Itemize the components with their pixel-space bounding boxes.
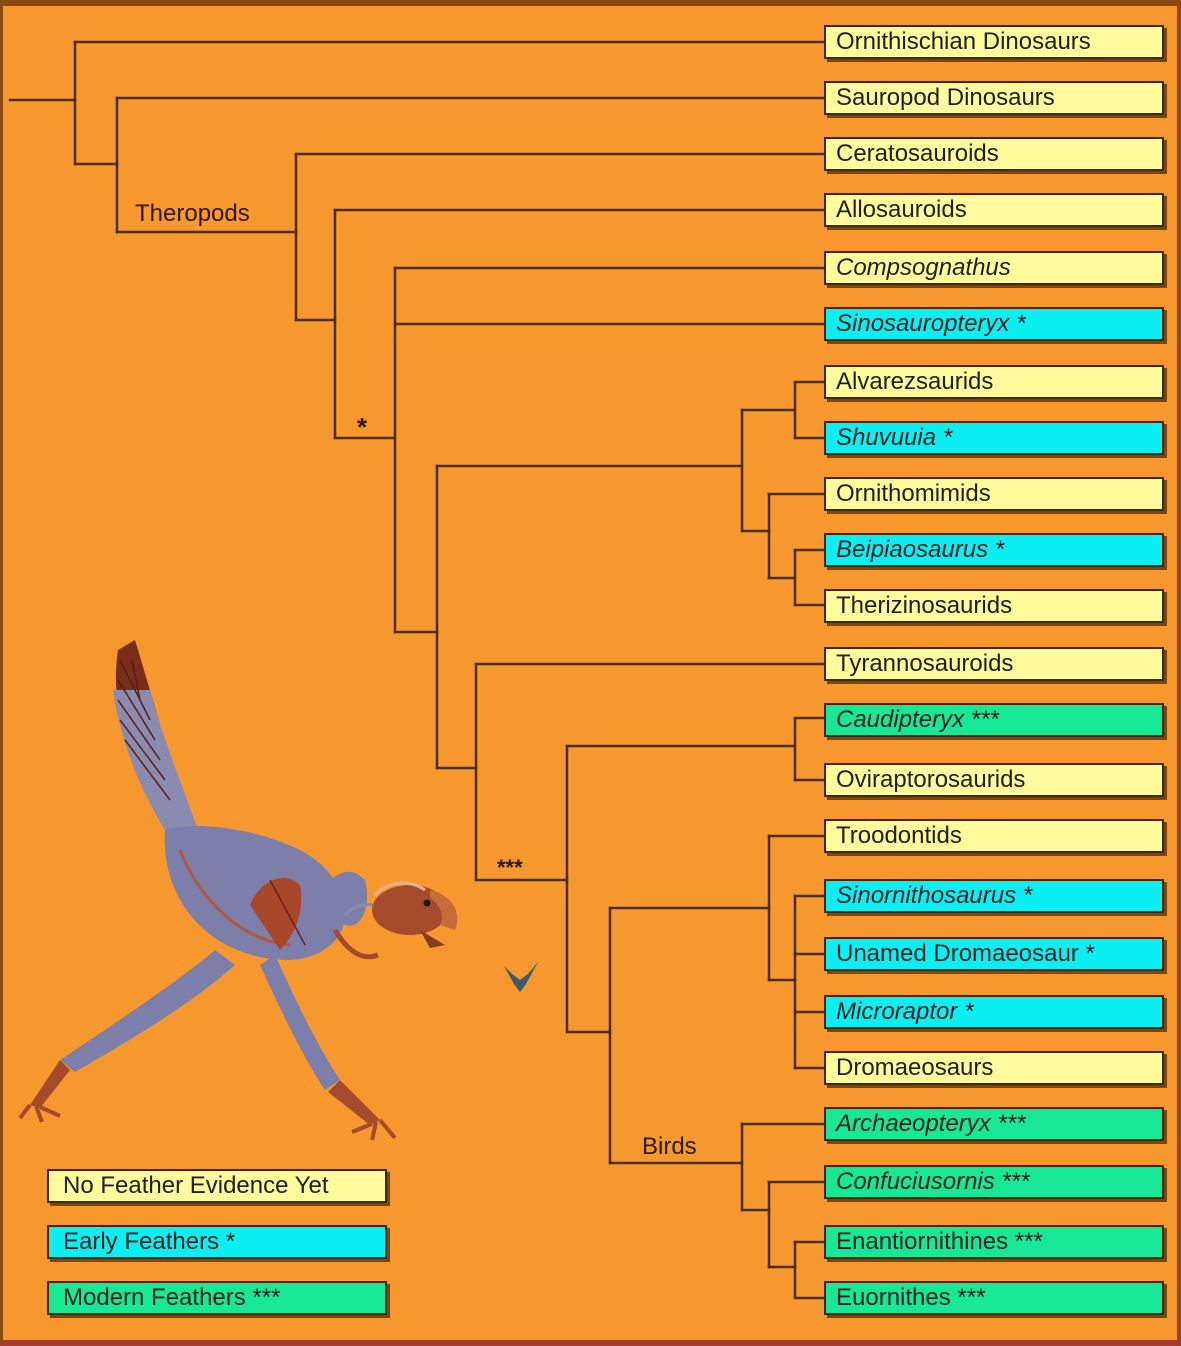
legend-early-feathers: Early Feathers *	[47, 1225, 387, 1259]
small-bird-icon	[504, 962, 538, 992]
taxon-archaeopteryx: Archaeopteryx ***	[824, 1107, 1164, 1141]
clade-label-birds: Birds	[642, 1133, 697, 1160]
taxon-tyrannosauroids: Tyrannosauroids	[824, 647, 1164, 681]
legend-no-feathers: No Feather Evidence Yet	[47, 1169, 387, 1203]
taxon-ornithomimids: Ornithomimids	[824, 477, 1164, 511]
clade-label-theropods: Theropods	[135, 200, 250, 227]
legend-modern-feathers: Modern Feathers ***	[47, 1281, 387, 1315]
taxon-beipiaosaurus: Beipiaosaurus *	[824, 533, 1164, 567]
taxon-microraptor: Microraptor *	[824, 995, 1164, 1029]
taxon-allosauroids: Allosauroids	[824, 193, 1164, 227]
taxon-euornithes: Euornithes ***	[824, 1281, 1164, 1315]
taxon-unamed-dromaeosaur: Unamed Dromaeosaur *	[824, 937, 1164, 971]
taxon-enantiornithines: Enantiornithines ***	[824, 1225, 1164, 1259]
taxon-alvarezsaurids: Alvarezsaurids	[824, 365, 1164, 399]
taxon-sauropod-dinosaurs: Sauropod Dinosaurs	[824, 81, 1164, 115]
early-feathers-marker: *	[357, 412, 368, 442]
taxon-confuciusornis: Confuciusornis ***	[824, 1165, 1164, 1199]
taxon-troodontids: Troodontids	[824, 819, 1164, 853]
taxon-therizinosaurids: Therizinosaurids	[824, 589, 1164, 623]
taxon-ornithischian-dinosaurs: Ornithischian Dinosaurs	[824, 25, 1164, 59]
taxon-sinornithosaurus: Sinornithosaurus *	[824, 879, 1164, 913]
taxon-oviraptorosaurids: Oviraptorosaurids	[824, 763, 1164, 797]
modern-feathers-marker: ***	[497, 855, 523, 880]
taxon-compsognathus: Compsognathus	[824, 251, 1164, 285]
taxon-ceratosauroids: Ceratosauroids	[824, 137, 1164, 171]
taxon-dromaeosaurs: Dromaeosaurs	[824, 1051, 1164, 1085]
taxon-shuvuuia: Shuvuuia *	[824, 421, 1164, 455]
taxon-sinosauropteryx: Sinosauropteryx *	[824, 307, 1164, 341]
feathered-dinosaur-illustration	[18, 640, 458, 1141]
taxon-caudipteryx: Caudipteryx ***	[824, 703, 1164, 737]
